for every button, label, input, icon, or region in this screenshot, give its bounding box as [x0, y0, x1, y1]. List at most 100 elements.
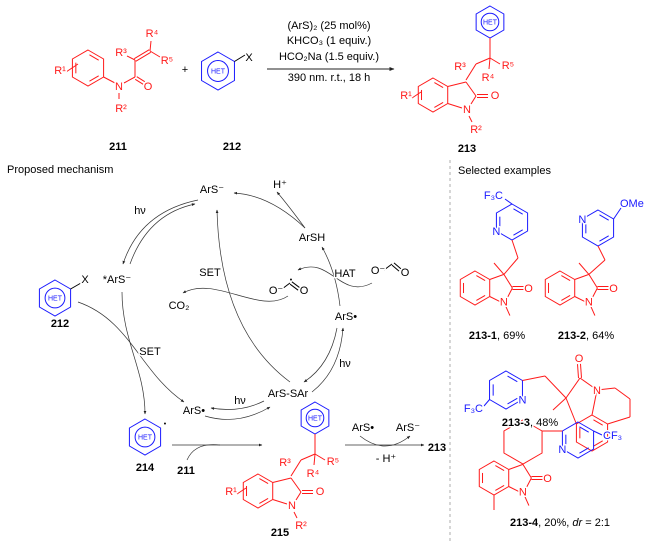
double-bond [393, 262, 402, 270]
bond [483, 399, 490, 407]
arrow-set-co2 [182, 287, 289, 302]
r4-label: R⁴ [146, 28, 159, 40]
hv-label-top: hν [134, 205, 146, 217]
ex3-caption: 213-3, 48% [502, 417, 558, 429]
arrows-layer [77, 67, 425, 461]
r5-label-213: R⁵ [502, 60, 515, 72]
aromatic-bond [507, 397, 518, 405]
aromatic-bond [561, 275, 571, 282]
r5-label-215: R⁵ [327, 456, 340, 468]
arrow-hat [297, 266, 373, 288]
het-label: HET [308, 416, 323, 423]
c-x-bond [70, 282, 82, 290]
formate-radical-dot: • [290, 277, 293, 284]
pyridine-n-ex4: N [558, 444, 566, 456]
aryl-radical-dot: • [164, 421, 167, 428]
arrow-disulfide-to-ars-radical [311, 327, 345, 393]
het-label: HET [211, 69, 226, 76]
het-label: HET [483, 20, 498, 27]
bond [314, 453, 326, 461]
arrow-disulfide-homolysis [210, 400, 265, 410]
arsh: ArSH [299, 232, 325, 244]
aromatic-bond [259, 478, 269, 485]
bond [313, 453, 316, 466]
arrow-211-join [186, 444, 221, 461]
bond [149, 50, 161, 58]
ex2-id: 213-2 [558, 330, 586, 342]
bond [103, 76, 116, 84]
n-methyl-bond [524, 496, 530, 506]
bond [579, 377, 598, 391]
bond [123, 76, 136, 84]
aromatic-bond [495, 484, 505, 491]
n-atom-ex4: N [519, 487, 527, 499]
double-bond [136, 76, 146, 83]
bond [565, 397, 577, 425]
compound-211-mech-label: 211 [177, 465, 195, 477]
aromatic-bond [89, 54, 99, 61]
aromatic-bond [495, 465, 505, 472]
bond [272, 477, 292, 483]
benzo-ring-ex4 [478, 460, 510, 496]
het-circle-icon [44, 287, 66, 309]
aromatic-bond [259, 497, 269, 504]
bond [503, 274, 513, 289]
ex1-id: 213-1 [469, 330, 497, 342]
bond [614, 387, 631, 400]
formate-anion-o-minus: O⁻ [371, 265, 386, 277]
arrow-hv-excitation [122, 199, 199, 265]
double-bond [133, 49, 150, 60]
bond [290, 477, 302, 493]
bond [272, 499, 288, 505]
bond [295, 491, 302, 501]
arrow-ars-radical-to-arsh [321, 246, 341, 307]
ex4-id: 213-4 [510, 517, 539, 529]
ex3-yield: , 48% [530, 417, 558, 429]
bond [293, 511, 298, 519]
pyridine-ring-ex1 [495, 203, 529, 241]
ars-radical-final: ArS• [352, 422, 374, 434]
formate-radical-o-minus: O⁻ [269, 285, 284, 297]
c-x-bond [234, 54, 246, 62]
arrow-arsh-to-h-plus [276, 191, 306, 229]
double-bond [291, 281, 301, 289]
aromatic-bond [513, 208, 523, 215]
o-atom-ex2: O [609, 283, 618, 295]
o-atom-215: O [316, 486, 325, 498]
labels-layer: R¹ N O R² R³ R⁴ R⁵ + X (ArS)₂ (25 mol%) … [7, 20, 645, 541]
r2-label: R² [115, 103, 127, 115]
bond [126, 55, 136, 61]
set-label-formate: SET [199, 267, 221, 279]
bond [489, 57, 501, 65]
het-circle-icon [305, 408, 325, 428]
bond [607, 416, 631, 425]
aromatic-bond [593, 440, 603, 447]
double-bond [391, 264, 400, 272]
formate-radical-o: O [300, 285, 309, 297]
x-leaving-group: X [245, 52, 253, 64]
r3-label-215: R³ [279, 457, 291, 469]
ex4-dr-label: dr [572, 517, 583, 529]
ars-anion-final: ArS⁻ [396, 422, 420, 434]
o-atom-ex3: O [575, 353, 584, 365]
aromatic-bond [579, 447, 589, 454]
ex4-yield: , 20%, [538, 517, 572, 529]
benzo-ring-213 [417, 77, 449, 113]
aromatic-bond [513, 229, 523, 236]
bond [475, 57, 491, 65]
r1-label: R¹ [54, 65, 66, 77]
pyridine-ring-ex2 [581, 209, 615, 247]
n-methyl-bond [590, 306, 596, 316]
bond [522, 375, 546, 381]
formate-bond [281, 282, 291, 290]
aromatic-bond [507, 375, 518, 383]
arrow-disulfide-to-ars-anion [215, 209, 291, 383]
arrow-arsh-to-ars-anion [233, 191, 306, 229]
compound-211-label: 211 [109, 141, 127, 153]
bonds-layer [38, 5, 631, 519]
bond [588, 259, 606, 275]
bond [465, 81, 477, 97]
methyl-bond [552, 397, 567, 411]
arrow-ars-radical-to-disulfide [303, 327, 338, 383]
